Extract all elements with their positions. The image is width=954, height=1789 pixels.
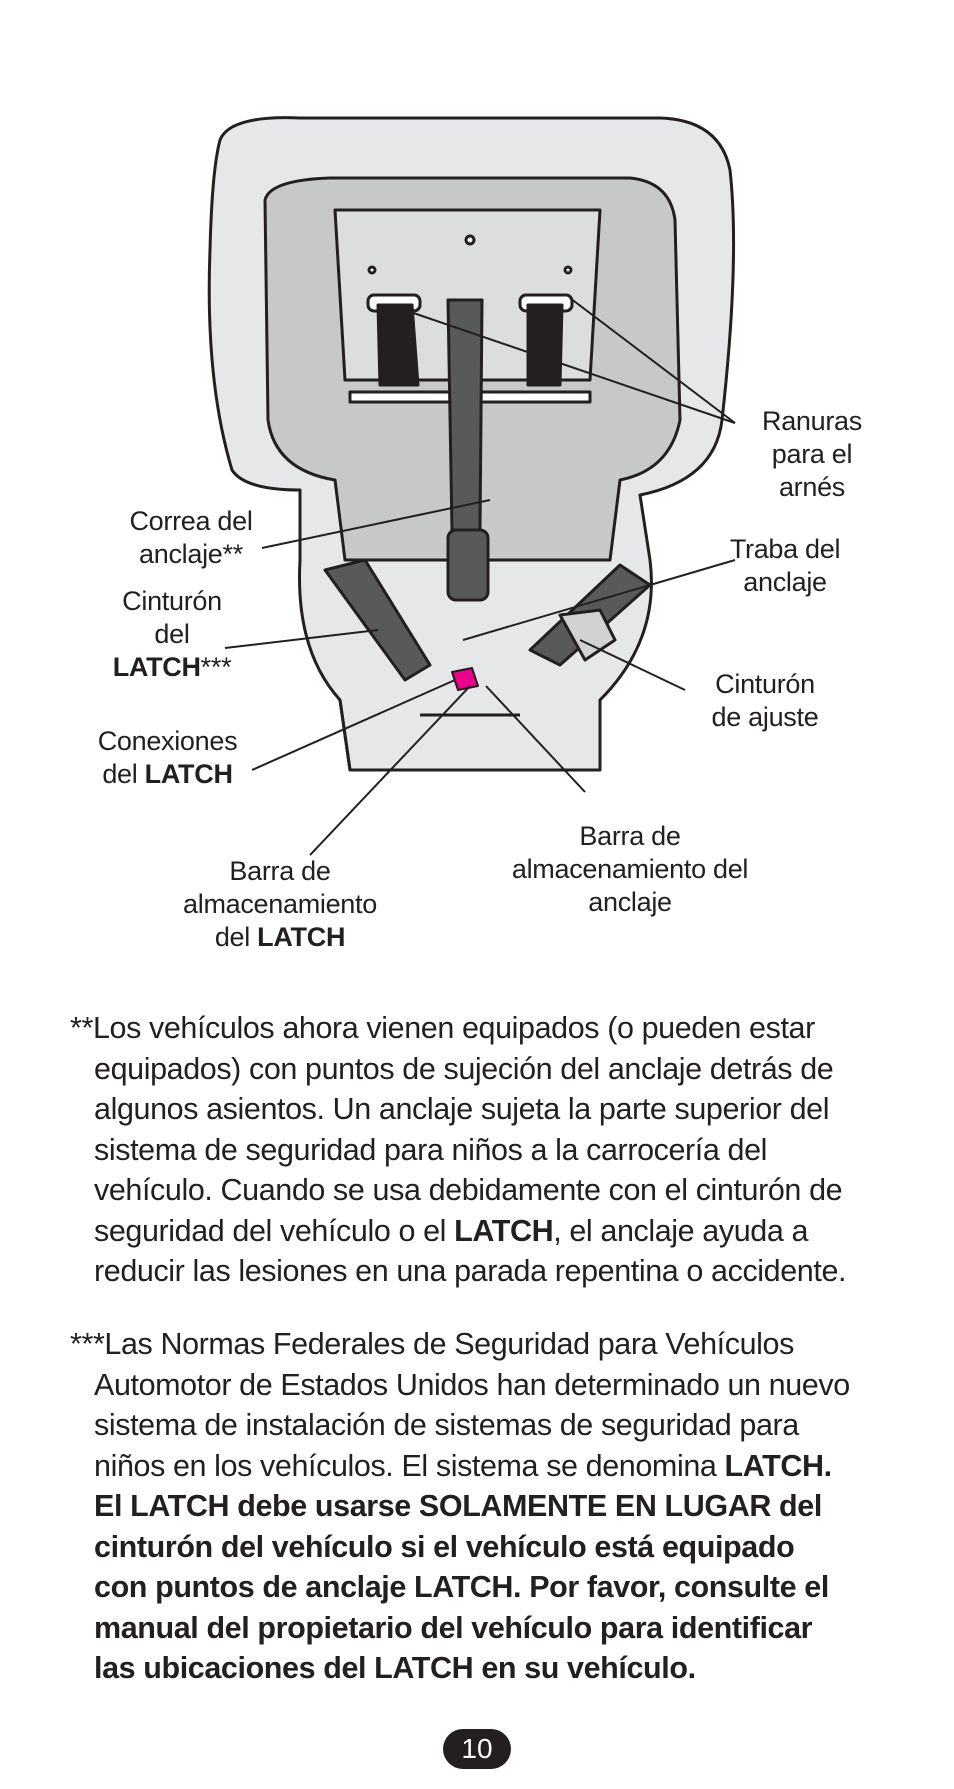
footnote-marker: ***: [70, 1327, 104, 1361]
footnote-line: niños en los vehículos. El sistema se de…: [70, 1446, 930, 1487]
latch-connector: [452, 668, 478, 690]
footnote-text: seguridad del vehículo o el: [94, 1214, 454, 1248]
footnote-line: Automotor de Estados Unidos han determin…: [70, 1365, 930, 1406]
label-line: Barra de: [229, 856, 330, 886]
label-line: ***: [201, 652, 232, 682]
footnote-text: , el anclaje ayuda a: [553, 1214, 808, 1248]
label-line: Cinturón: [715, 669, 815, 699]
footnote-line: reducir las lesiones en una parada repen…: [70, 1251, 930, 1292]
label-line: Ranuras: [762, 406, 862, 436]
label-line: del: [154, 619, 189, 649]
label-line: del: [215, 922, 257, 952]
label-latch-bold: LATCH: [257, 922, 345, 952]
footnote-bold-line: manual del propietario del vehículo para…: [70, 1608, 930, 1649]
label-latch-bold: LATCH: [113, 652, 201, 682]
harness-strap-left: [378, 305, 418, 385]
footnote-text: Las Normas Federales de Seguridad para V…: [104, 1327, 794, 1361]
footnote-line: sistema de seguridad para niños a la car…: [70, 1130, 930, 1171]
footnote-bold-line: las ubicaciones del LATCH en su vehículo…: [70, 1648, 930, 1689]
footnote-line: algunos asientos. Un anclaje sujeta la p…: [70, 1089, 930, 1130]
footnote-line: equipados) con puntos de sujeción del an…: [70, 1049, 930, 1090]
footnote-line: sistema de instalación de sistemas de se…: [70, 1405, 930, 1446]
label-line: arnés: [779, 472, 845, 502]
label-line: Traba del: [730, 534, 840, 564]
label-line: almacenamiento del: [512, 854, 748, 884]
footnote-text: Los vehículos ahora vienen equipados (o …: [93, 1011, 815, 1045]
label-latch-belt: Cinturón del LATCH***: [102, 585, 242, 684]
label-latch-storage-bar: Barra de almacenamiento del LATCH: [180, 855, 380, 954]
label-harness-slots: Ranuras para el arnés: [752, 405, 872, 504]
label-tether-lock: Traba del anclaje: [725, 533, 845, 599]
footnote-tether: **Los vehículos ahora vienen equipados (…: [70, 1008, 930, 1292]
label-tether-strap: Correa del anclaje**: [120, 505, 262, 571]
harness-strap-right: [528, 305, 562, 385]
footnote-bold-line: El LATCH debe usarse SOLAMENTE EN LUGAR …: [70, 1486, 930, 1527]
label-line: anclaje: [588, 887, 671, 917]
footnote-line: seguridad del vehículo o el LATCH, el an…: [70, 1211, 930, 1252]
footnote-marker: **: [70, 1011, 93, 1045]
footnote-text: niños en los vehículos. El sistema se de…: [94, 1449, 725, 1483]
label-line: almacenamiento: [183, 889, 377, 919]
footnote-latch: ***Las Normas Federales de Seguridad par…: [70, 1324, 930, 1689]
tether-lock-shape: [448, 530, 488, 600]
label-adjust-belt: Cinturón de ajuste: [700, 668, 830, 734]
label-line: de ajuste: [712, 702, 819, 732]
label-latch-bold: LATCH: [145, 759, 233, 789]
label-line: Correa del: [129, 506, 252, 536]
footnote-line: ***Las Normas Federales de Seguridad par…: [70, 1324, 930, 1365]
label-tether-storage-bar: Barra de almacenamiento del anclaje: [505, 820, 755, 919]
label-line: Barra de: [579, 821, 680, 851]
footnote-bold: LATCH.: [725, 1449, 832, 1483]
label-line: Conexiones: [98, 726, 238, 756]
page-number: 10: [443, 1729, 511, 1769]
label-line: para el: [772, 439, 852, 469]
footnote-line: **Los vehículos ahora vienen equipados (…: [70, 1008, 930, 1049]
label-line: anclaje: [743, 567, 826, 597]
label-line: Cinturón: [122, 586, 222, 616]
footnote-line: vehículo. Cuando se usa debidamente con …: [70, 1170, 930, 1211]
footnote-bold-line: con puntos de anclaje LATCH. Por favor, …: [70, 1567, 930, 1608]
footnote-bold-line: cinturón del vehículo si el vehículo est…: [70, 1527, 930, 1568]
footnote-bold: LATCH: [454, 1214, 553, 1248]
label-line: del: [102, 759, 144, 789]
label-latch-connectors: Conexiones del LATCH: [90, 725, 245, 791]
label-line: anclaje**: [139, 539, 243, 569]
